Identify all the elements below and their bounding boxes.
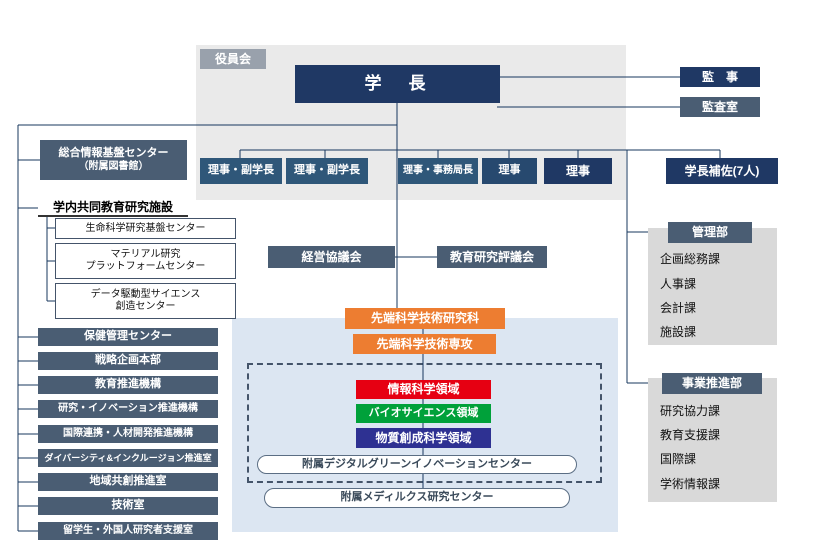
audit-office-box: 監査室 bbox=[680, 97, 760, 117]
left-bar-strategy: 戦略企画本部 bbox=[38, 352, 218, 370]
promotion-dept-item-3: 国際課 bbox=[660, 451, 697, 466]
admin-dept-item-3: 会計課 bbox=[660, 300, 697, 315]
left-bar-technical: 技術室 bbox=[38, 497, 218, 515]
executive-box-5: 理事 bbox=[544, 158, 612, 184]
executive-box-4: 理事 bbox=[482, 158, 537, 184]
admin-dept-item-4: 施設課 bbox=[660, 324, 697, 339]
area-box-materials: 物質創成科学領域 bbox=[356, 428, 491, 448]
executive-box-2: 理事・副学長 bbox=[286, 158, 368, 184]
admin-dept-header: 管理部 bbox=[668, 222, 752, 243]
joint-research-label: 学内共同教育研究施設 bbox=[38, 197, 188, 217]
left-bar-health: 保健管理センター bbox=[38, 328, 218, 346]
management-council-box: 経営協議会 bbox=[268, 246, 395, 268]
info-center-line2: （附属図書館） bbox=[78, 160, 149, 172]
area-box-information: 情報科学領域 bbox=[356, 380, 491, 399]
joint-center-box-3: データ駆動型サイエンス 創造センター bbox=[55, 283, 236, 319]
joint-center-2-line2: プラットフォームセンター bbox=[85, 261, 206, 272]
admin-dept-item-2: 人事課 bbox=[660, 276, 697, 291]
joint-center-2-line1: マテリアル研究 bbox=[110, 249, 181, 260]
attached-center-box-digital-green: 附属デジタルグリーンイノベーションセンター bbox=[257, 455, 577, 474]
promotion-dept-header: 事業推進部 bbox=[662, 373, 762, 394]
executive-box-3: 理事・事務局長 bbox=[398, 158, 478, 184]
president-box: 学 長 bbox=[295, 65, 500, 103]
left-bar-international: 国際連携・人材開発推進機構 bbox=[38, 425, 218, 443]
president-aide-box: 学長補佐(7人) bbox=[666, 158, 778, 184]
area-box-bioscience: バイオサイエンス領域 bbox=[356, 404, 491, 423]
joint-center-box-2: マテリアル研究 プラットフォームセンター bbox=[55, 243, 236, 279]
graduate-major-box: 先端科学技術専攻 bbox=[353, 334, 496, 354]
info-center-box: 総合情報基盤センター （附属図書館） bbox=[40, 140, 187, 180]
left-bar-diversity: ダイバーシティ&インクルージョン推進室 bbox=[38, 449, 218, 467]
left-bar-research-innovation: 研究・イノベーション推進機構 bbox=[38, 400, 218, 418]
executive-box-1: 理事・副学長 bbox=[200, 158, 282, 184]
attached-center-box-medilux: 附属メディルクス研究センター bbox=[264, 488, 570, 508]
joint-center-3-line1: データ駆動型サイエンス bbox=[90, 289, 201, 300]
education-council-box: 教育研究評議会 bbox=[437, 246, 547, 268]
board-label: 役員会 bbox=[200, 49, 266, 69]
left-bar-education: 教育推進機構 bbox=[38, 376, 218, 394]
graduate-school-box: 先端科学技術研究科 bbox=[345, 308, 505, 329]
promotion-dept-item-1: 研究協力課 bbox=[660, 403, 721, 418]
promotion-dept-item-4: 学術情報課 bbox=[660, 476, 721, 491]
joint-center-3-line2: 創造センター bbox=[115, 301, 176, 312]
info-center-line1: 総合情報基盤センター bbox=[58, 147, 169, 160]
left-bar-international-students: 留学生・外国人研究者支援室 bbox=[38, 522, 218, 540]
left-bar-regional: 地域共創推進室 bbox=[38, 473, 218, 491]
admin-dept-item-1: 企画総務課 bbox=[660, 251, 721, 266]
joint-center-box-1: 生命科学研究基盤センター bbox=[55, 218, 236, 239]
auditor-box: 監 事 bbox=[680, 67, 760, 87]
promotion-dept-item-2: 教育支援課 bbox=[660, 427, 721, 442]
